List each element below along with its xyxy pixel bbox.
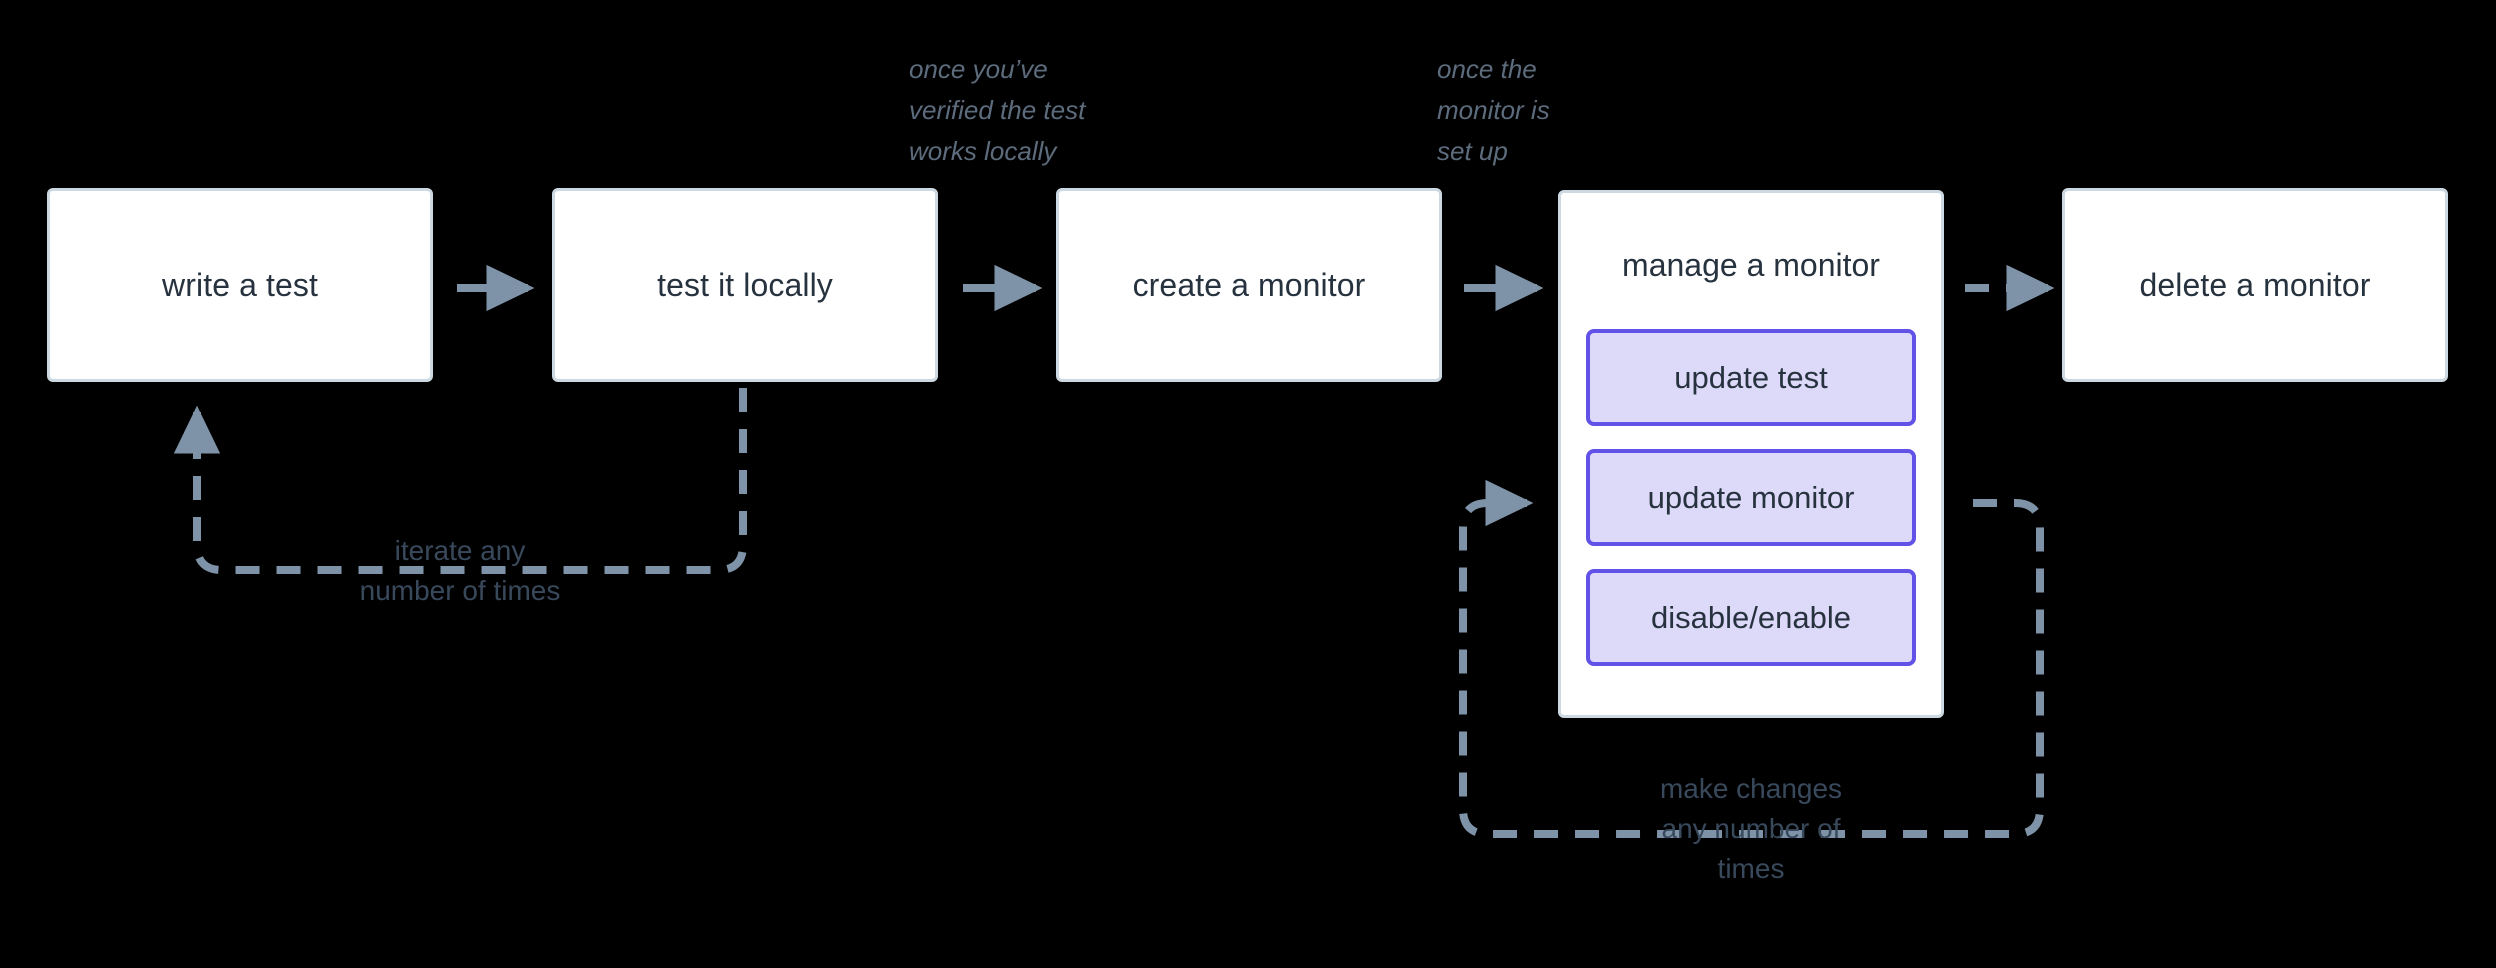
make-changes-loop-label: make changes any number of times <box>1659 773 1843 884</box>
node-test-it-locally[interactable]: test it locally <box>552 188 938 382</box>
note-once-youve-verified: once you’ve verified the test works loca… <box>909 54 1086 167</box>
sub-node-update-monitor[interactable]: update monitor <box>1586 449 1916 547</box>
node-label-test-it-locally: test it locally <box>657 266 833 303</box>
node-create-a-monitor[interactable]: create a monitor <box>1056 188 1442 382</box>
node-label-delete-a-monitor: delete a monitor <box>2139 266 2371 303</box>
node-label-manage-a-monitor: manage a monitor <box>1622 247 1880 283</box>
node-delete-a-monitor[interactable]: delete a monitor <box>2062 188 2448 382</box>
node-label-write-a-test: write a test <box>162 266 318 303</box>
iterate-loop-label: iterate any number of times <box>359 535 561 606</box>
node-write-a-test[interactable]: write a test <box>47 188 433 382</box>
sub-node-label-update-test: update test <box>1674 360 1828 396</box>
node-manage-a-monitor[interactable]: manage a monitor update test update moni… <box>1558 190 1944 718</box>
node-label-create-a-monitor: create a monitor <box>1132 266 1366 303</box>
sub-node-label-update-monitor: update monitor <box>1647 480 1855 516</box>
sub-node-disable-enable[interactable]: disable/enable <box>1586 569 1916 667</box>
manage-monitor-action-list: update test update monitor disable/enabl… <box>1586 329 1916 667</box>
sub-node-label-disable-enable: disable/enable <box>1651 600 1851 636</box>
sub-node-update-test[interactable]: update test <box>1586 329 1916 427</box>
note-once-the-monitor-is-set-up: once the monitor is set up <box>1437 54 1550 167</box>
